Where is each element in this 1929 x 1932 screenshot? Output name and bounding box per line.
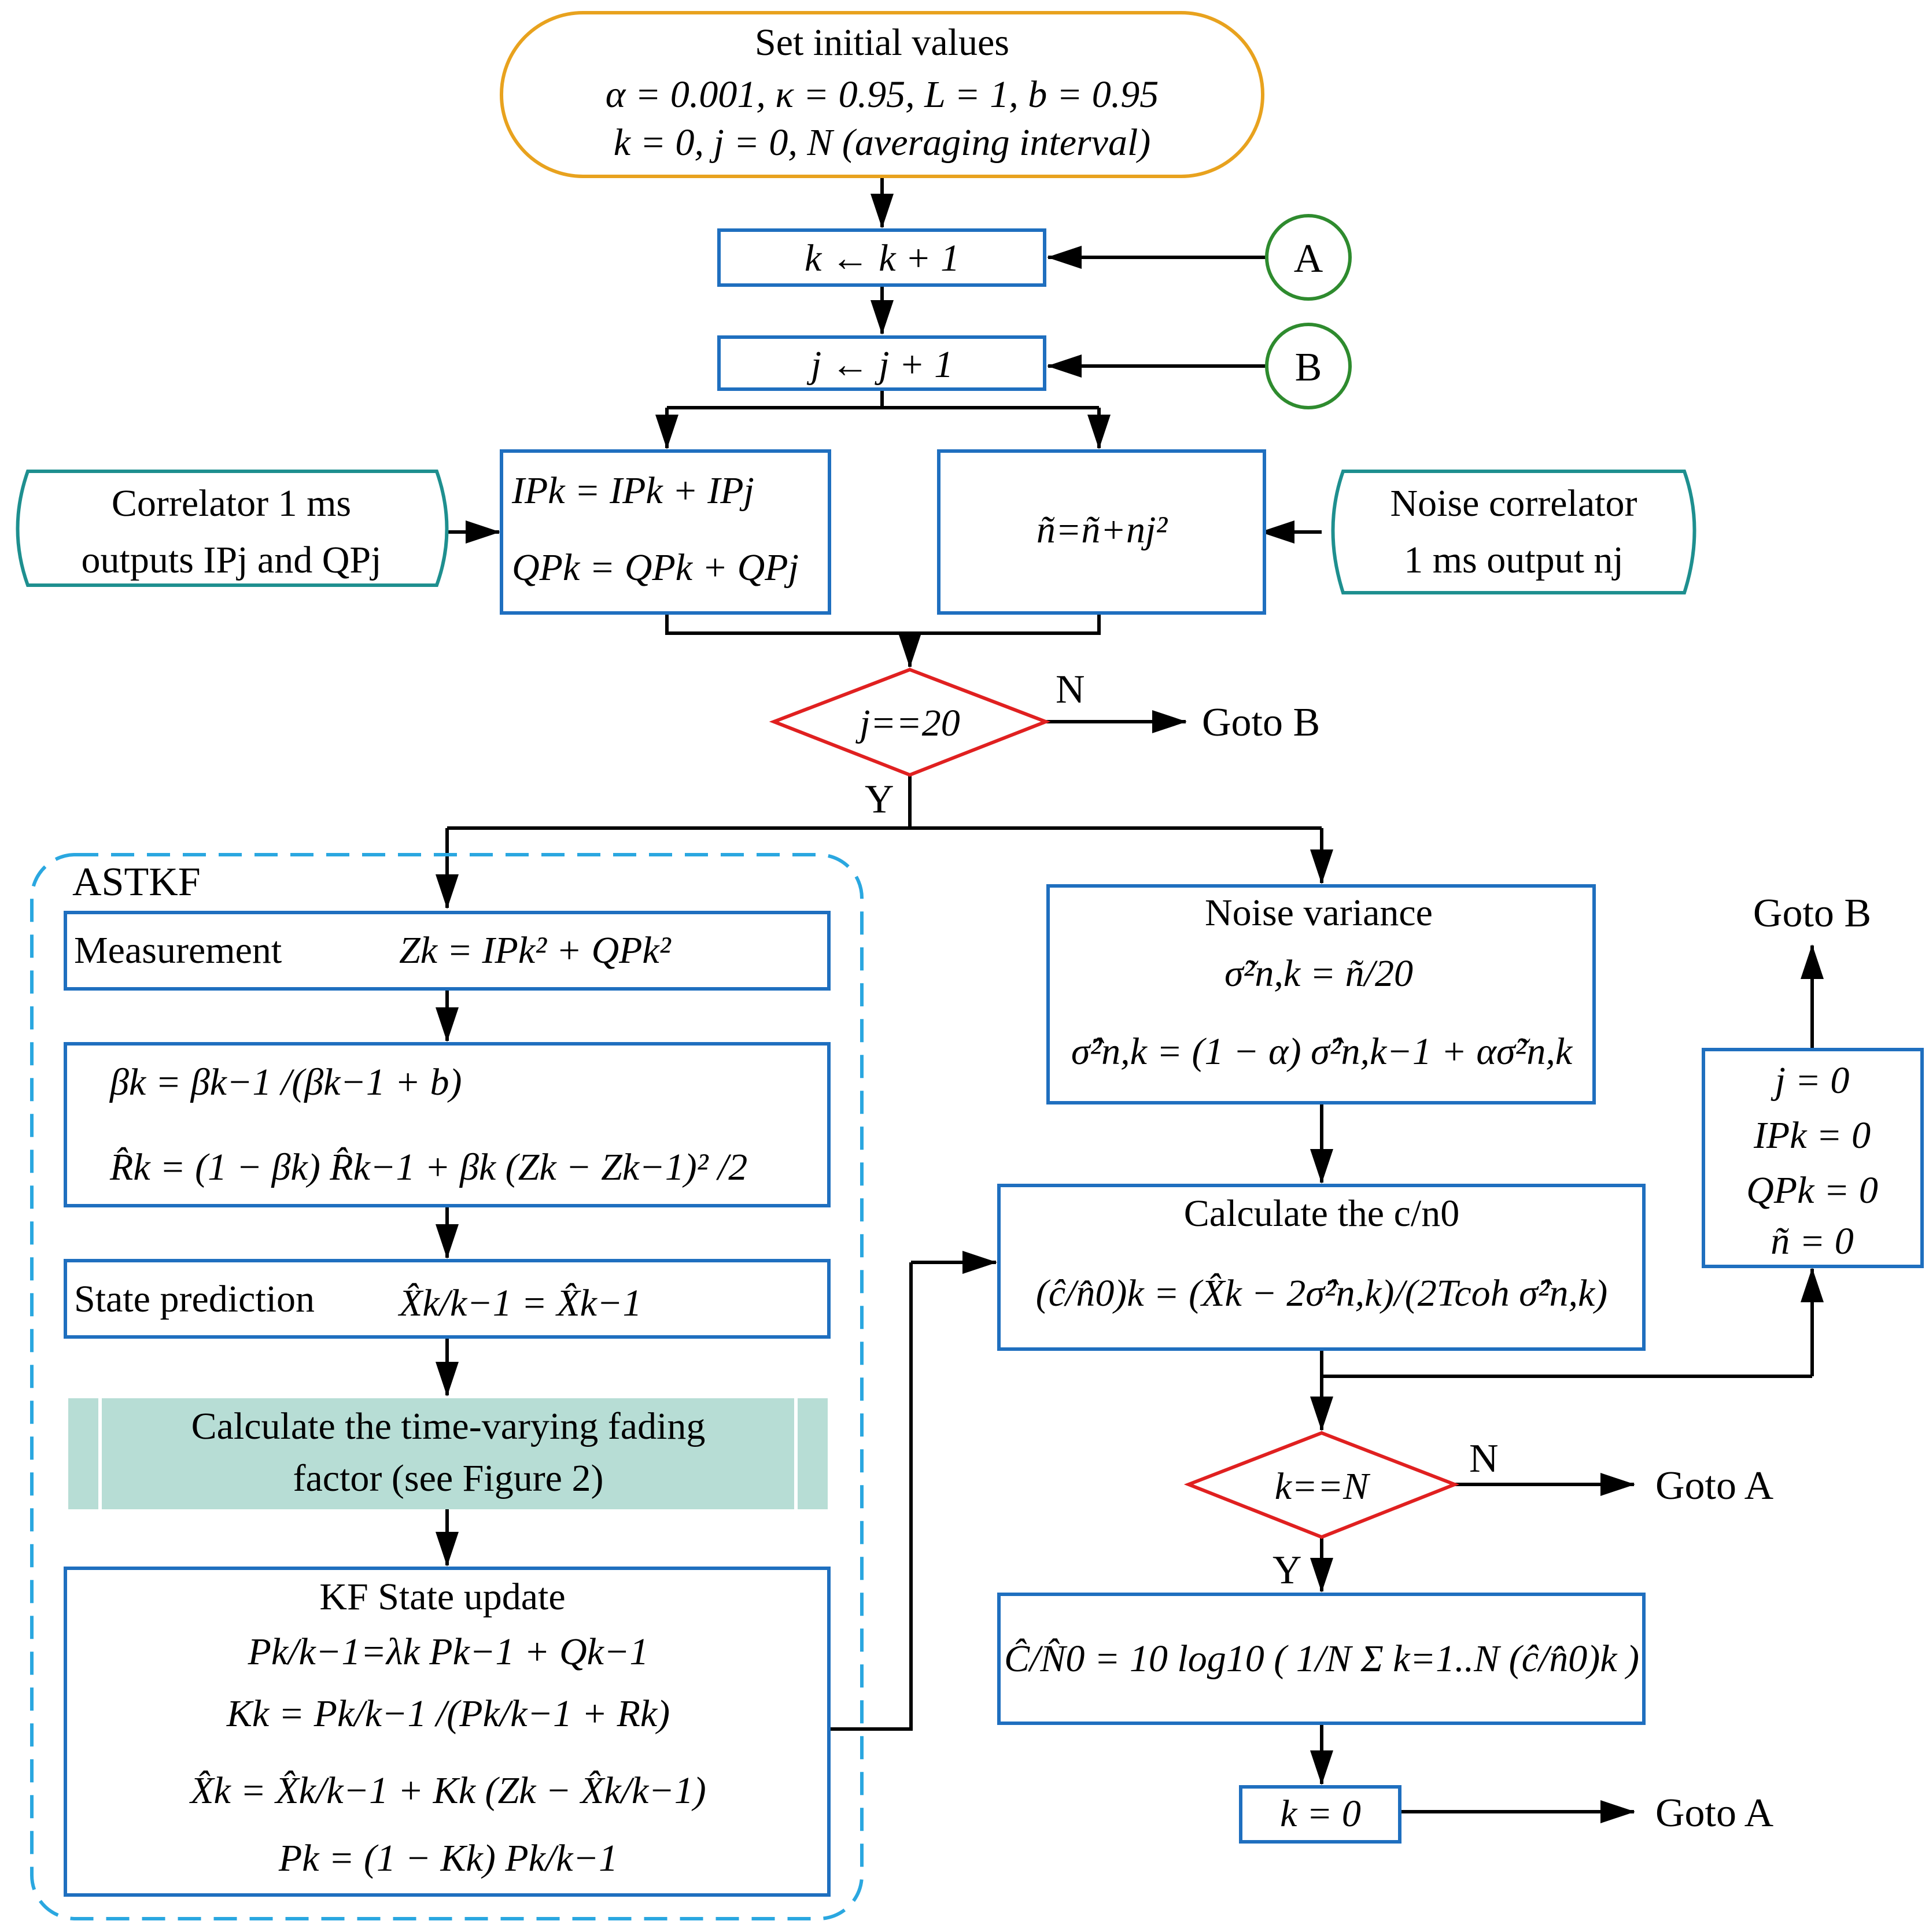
measurement-eq: Zk = IPk² + QPk²: [399, 929, 672, 971]
measurement-shape: [64, 911, 831, 991]
decision-k-shape: [1183, 1431, 1460, 1539]
connector-b: B: [1265, 323, 1352, 409]
cn0-calc-eq: (ĉ/n̂0)k = (X̂k − 2σ̂²n,k)/(2Tcoh σ̂²n,k…: [1036, 1272, 1608, 1314]
cn0-calc-shape: [997, 1184, 1646, 1351]
decision-k-goto: Goto A: [1655, 1464, 1774, 1508]
final-cn0-shape: [997, 1593, 1646, 1725]
reset-n: ñ = 0: [1771, 1220, 1854, 1262]
noise-correlator-line2: 1 ms output nj: [1404, 539, 1624, 581]
noise-accumulate-box: ñ=ñ+nj²: [937, 449, 1266, 615]
measurement-label: Measurement: [74, 929, 282, 971]
connector-b-circle: [1265, 323, 1352, 409]
reset-j: j = 0: [1771, 1059, 1850, 1102]
start-terminal: Set initial values α = 0.001, κ = 0.95, …: [500, 11, 1264, 178]
connector-a: A: [1265, 214, 1352, 301]
connector-a-circle: [1265, 214, 1352, 301]
noise-variance-title: Noise variance: [1205, 892, 1433, 934]
decision-j: j==20 N Y Goto B: [769, 667, 1320, 822]
decision-k: k==N N Y Goto A: [1183, 1431, 1774, 1593]
beta-eq: βk = βk−1 /(βk−1 + b): [109, 1061, 462, 1103]
decision-j-shape: [769, 667, 1051, 777]
correlator-input-line2: outputs IPj and QPj: [82, 539, 382, 581]
decision-j-goto: Goto B: [1202, 700, 1320, 745]
state-prediction-eq: X̂k/k−1 = X̂k−1: [397, 1282, 641, 1324]
final-cn0-box: Ĉ/N̂0 = 10 log10 ( 1/N Σ k=1..N (ĉ/n̂0)k…: [997, 1593, 1646, 1725]
connector-b-label: B: [1295, 345, 1322, 390]
reset-goto: Goto B: [1753, 891, 1871, 936]
k-increment-text: k ← k + 1: [805, 237, 960, 279]
k-reset-shape: [1239, 1785, 1401, 1844]
decision-j-yes-label: Y: [865, 777, 894, 822]
j-increment-box: j ← j + 1: [717, 335, 1046, 391]
decision-k-cond: k==N: [1275, 1465, 1371, 1508]
astkf-group: ASTKF Measurement Zk = IPk² + QPk² βk = …: [30, 853, 864, 1920]
decision-j-cond: j==20: [855, 702, 960, 744]
kf-update-title: KF State update: [319, 1576, 565, 1618]
correlator-input-line1: Correlator 1 ms: [112, 482, 351, 524]
start-counters: k = 0, j = 0, N (averaging interval): [614, 121, 1151, 164]
connector-a-label: A: [1294, 237, 1323, 281]
accumulate-ip: IPk = IPk + IPj: [511, 470, 754, 512]
noise-variance-eq1: σ̃²n,k = ñ/20: [1224, 952, 1413, 995]
accumulate-qp: QPk = QPk + QPj: [512, 546, 799, 589]
line-merge: [665, 613, 1101, 635]
r-eq: R̂k = (1 − βk) R̂k−1 + βk (Zk − Zk−1)² /…: [109, 1146, 747, 1188]
state-prediction-label: State prediction: [74, 1278, 315, 1320]
noise-correlator-shape: [1331, 470, 1696, 594]
line-update-to-cn0: [829, 1262, 913, 1731]
accumulate-box: IPk = IPk + IPj QPk = QPk + QPj: [500, 449, 831, 615]
beta-shape: [64, 1042, 831, 1207]
noise-accumulate-text: ñ=ñ+nj²: [1037, 509, 1168, 551]
k-reset-text: k = 0: [1280, 1793, 1361, 1835]
kf-update-shape: [64, 1567, 831, 1897]
line-cn0-to-reset: [1320, 1349, 1812, 1378]
correlator-input: Correlator 1 ms outputs IPj and QPj: [16, 470, 449, 587]
noise-variance-eq2: σ̂²n,k = (1 − α) σ̂²n,k−1 + ασ̃²n,k: [1071, 1030, 1573, 1073]
kf-update-eq1: Pk/k−1=λk Pk−1 + Qk−1: [248, 1631, 649, 1673]
kf-update-eq2: Kk = Pk/k−1 /(Pk/k−1 + Rk): [226, 1693, 670, 1735]
reset-shape: [1702, 1048, 1924, 1268]
decision-j-no-label: N: [1056, 667, 1085, 712]
flow-lines: [436, 176, 1824, 1823]
cn0-calc-title: Calculate the c/n0: [1184, 1192, 1459, 1235]
reset-qp: QPk = 0: [1746, 1169, 1878, 1211]
fading-line2: factor (see Figure 2): [293, 1457, 604, 1499]
noise-accumulate-shape: [937, 449, 1266, 615]
fading-shape: [68, 1398, 828, 1509]
astkf-border: [30, 853, 864, 1920]
cn0-calc-box: Calculate the c/n0 (ĉ/n̂0)k = (X̂k − 2σ̂…: [997, 1184, 1646, 1351]
noise-correlator-line1: Noise correlator: [1390, 482, 1637, 524]
accumulate-shape: [500, 449, 831, 615]
state-prediction-shape: [64, 1259, 831, 1339]
reset-ip: IPk = 0: [1753, 1114, 1871, 1157]
k-increment-box: k ← k + 1: [717, 228, 1046, 287]
decision-k-yes-label: Y: [1273, 1548, 1302, 1593]
final-cn0-eq: Ĉ/N̂0 = 10 log10 ( 1/N Σ k=1..N (ĉ/n̂0)k…: [1004, 1638, 1639, 1680]
final-goto: Goto A: [1655, 1791, 1774, 1835]
k-increment-shape: [717, 228, 1046, 287]
start-shape: [500, 11, 1264, 178]
start-title: Set initial values: [755, 21, 1009, 64]
k-reset-box: k = 0: [1239, 1785, 1401, 1844]
noise-variance-box: Noise variance σ̃²n,k = ñ/20 σ̂²n,k = (1…: [1046, 884, 1596, 1104]
start-params: α = 0.001, κ = 0.95, L = 1, b = 0.95: [606, 73, 1159, 116]
noise-variance-shape: [1046, 884, 1596, 1104]
fading-line1: Calculate the time-varying fading: [191, 1405, 706, 1447]
reset-box: j = 0 IPk = 0 QPk = 0 ñ = 0: [1702, 1048, 1924, 1268]
decision-k-no-label: N: [1469, 1436, 1499, 1481]
j-increment-text: j ← j + 1: [806, 343, 953, 386]
kf-update-eq3: X̂k = X̂k/k−1 + Kk (Zk − X̂k/k−1): [189, 1770, 706, 1812]
astkf-title: ASTKF: [72, 860, 201, 904]
noise-correlator-input: Noise correlator 1 ms output nj: [1331, 470, 1696, 594]
j-increment-shape: [717, 335, 1046, 391]
correlator-input-shape: [16, 470, 449, 587]
kf-update-eq4: Pk = (1 − Kk) Pk/k−1: [278, 1837, 618, 1879]
